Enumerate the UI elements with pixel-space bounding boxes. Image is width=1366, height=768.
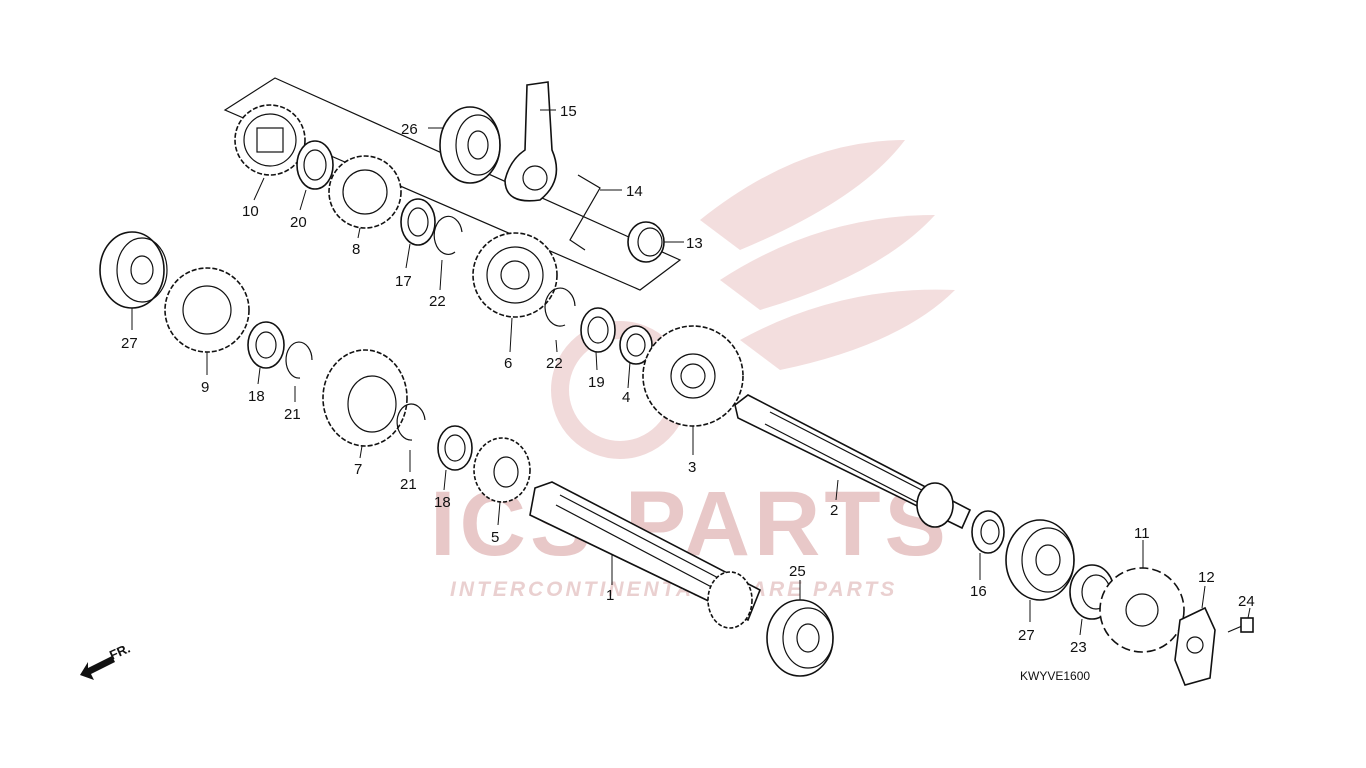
bearing-27-left[interactable] [99, 231, 168, 309]
setting-plate-15[interactable] [504, 81, 558, 202]
diagram-code: KWYVE1600 [1020, 669, 1090, 683]
callout-13: 13 [686, 235, 703, 252]
callout-3: 3 [688, 459, 696, 476]
callout-21-lower: 21 [400, 476, 417, 493]
mainshaft-1[interactable] [529, 481, 762, 629]
washer-18-upper[interactable] [247, 321, 285, 369]
bearing-26[interactable] [439, 106, 501, 184]
callout-labels: 1 2 3 4 5 6 7 8 9 10 11 12 13 14 15 16 1… [121, 103, 1255, 656]
washer-19[interactable] [580, 307, 616, 353]
callout-25: 25 [789, 563, 806, 580]
assembly-group-outline [223, 77, 682, 291]
circlip-21-lower[interactable] [396, 403, 426, 441]
callout-11: 11 [1134, 525, 1150, 542]
circlip-21-upper[interactable] [285, 341, 313, 379]
bearing-25[interactable] [766, 599, 834, 677]
fixing-plate-12[interactable] [1174, 606, 1216, 686]
washer-17[interactable] [400, 198, 436, 246]
bearing-27-right[interactable] [1005, 519, 1075, 601]
callout-23: 23 [1070, 639, 1087, 656]
callout-2: 2 [830, 502, 838, 519]
callout-7: 7 [354, 461, 362, 478]
gear-6[interactable] [472, 232, 558, 318]
washer-18-lower[interactable] [437, 425, 473, 471]
callout-18-upper: 18 [248, 388, 265, 405]
spring-14[interactable] [569, 174, 601, 251]
direction-label: FR. [107, 641, 132, 663]
gear-5[interactable] [473, 437, 531, 503]
callout-14: 14 [626, 183, 643, 200]
bushing-4[interactable] [619, 325, 653, 365]
callout-8: 8 [352, 241, 360, 258]
drive-sprocket-11[interactable] [1099, 567, 1185, 653]
washer-20[interactable] [296, 140, 334, 190]
callout-6: 6 [504, 355, 512, 372]
gear-10[interactable] [234, 104, 306, 176]
countershaft-2[interactable] [734, 394, 972, 530]
gear-7[interactable] [322, 349, 408, 447]
front-direction-arrow: FR. [80, 641, 132, 680]
callout-4: 4 [622, 389, 630, 406]
watermark-tagline: INTERCONTINENTAL SPARE PARTS [450, 578, 897, 601]
leader-lines [131, 109, 1251, 636]
bolt-24[interactable] [1227, 617, 1254, 633]
callout-22-lower: 22 [546, 355, 563, 372]
callout-17: 17 [395, 273, 412, 290]
circlip-22-upper[interactable] [433, 215, 463, 255]
callout-9: 9 [201, 379, 209, 396]
collar-13[interactable] [627, 221, 665, 263]
callout-15: 15 [560, 103, 577, 120]
callout-22-upper: 22 [429, 293, 446, 310]
callout-12: 12 [1198, 569, 1215, 586]
callout-1: 1 [606, 587, 614, 604]
callout-20: 20 [290, 214, 307, 231]
callout-27-left: 27 [121, 335, 138, 352]
gear-3[interactable] [642, 325, 744, 427]
callout-24: 24 [1238, 593, 1255, 610]
callout-5: 5 [491, 529, 499, 546]
gear-9[interactable] [164, 267, 250, 353]
callout-27-right: 27 [1018, 627, 1035, 644]
callout-16: 16 [970, 583, 987, 600]
callout-26: 26 [401, 121, 418, 138]
circlip-22-lower[interactable] [544, 287, 576, 327]
callout-18-lower: 18 [434, 494, 451, 511]
callout-19: 19 [588, 374, 605, 391]
callout-10: 10 [242, 203, 259, 220]
washer-16[interactable] [971, 510, 1005, 554]
gear-8[interactable] [328, 155, 402, 229]
callout-21-upper: 21 [284, 406, 301, 423]
